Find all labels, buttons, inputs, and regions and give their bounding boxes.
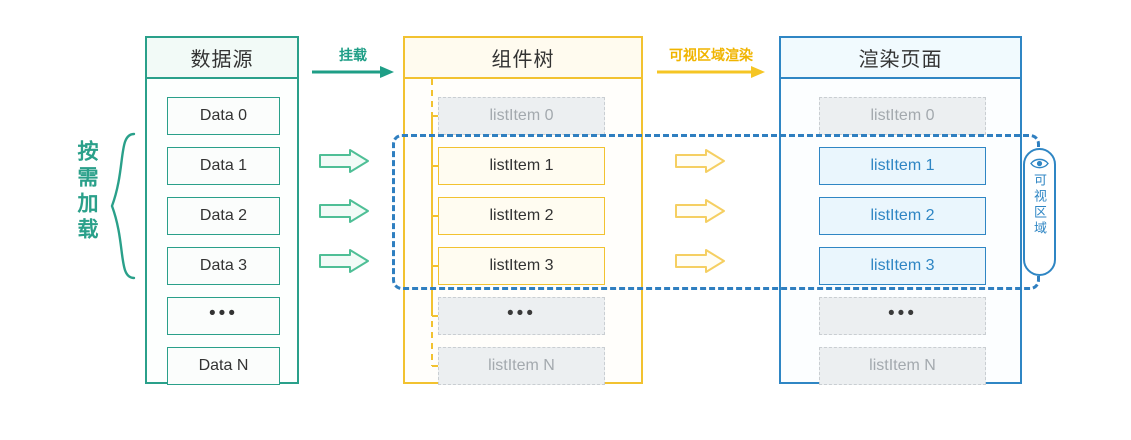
on-demand-loading-label: 按需加载 — [75, 140, 98, 244]
panel-render-page-title: 渲染页面 — [781, 38, 1020, 79]
curly-brace-icon — [110, 132, 136, 280]
list-item[interactable]: Data 3 — [167, 247, 280, 285]
list-item-ellipsis: ••• — [819, 297, 986, 335]
flow-arrow-block-green — [319, 249, 369, 273]
mount-arrow: 挂载 — [310, 45, 396, 79]
flow-arrow-block-yellow — [675, 149, 725, 173]
list-item-ellipsis: ••• — [167, 297, 280, 335]
flow-arrow-block-yellow — [675, 249, 725, 273]
list-item[interactable]: Data 2 — [167, 197, 280, 235]
list-item[interactable]: Data N — [167, 347, 280, 385]
list-item[interactable]: listItem N — [438, 347, 605, 385]
flow-arrow-block-yellow — [675, 199, 725, 223]
list-item[interactable]: listItem 3 — [819, 247, 986, 285]
list-item[interactable]: listItem 2 — [438, 197, 605, 235]
list-item[interactable]: listItem 1 — [819, 147, 986, 185]
panel-component-tree-body: listItem 0 listItem 1 listItem 2 listIte… — [405, 79, 641, 385]
panel-component-tree: 组件树 listItem 0 listItem 1 listItem 2 lis — [403, 36, 643, 385]
viewport-badge-label: 可视区域 — [1032, 173, 1047, 237]
list-item[interactable]: listItem 3 — [438, 247, 605, 285]
mount-arrow-label: 挂载 — [339, 47, 367, 63]
list-item[interactable]: listItem 1 — [438, 147, 605, 185]
panel-render-page-body: listItem 0 listItem 1 listItem 2 listIte… — [781, 79, 1020, 385]
list-item[interactable]: listItem 2 — [819, 197, 986, 235]
panel-data-source: 数据源 Data 0 Data 1 Data 2 Data 3 ••• Data… — [145, 36, 299, 385]
panel-data-source-title: 数据源 — [147, 38, 297, 79]
panel-component-tree-title: 组件树 — [405, 38, 641, 79]
list-item[interactable]: listItem 0 — [819, 97, 986, 135]
eye-icon — [1030, 158, 1049, 169]
arrow-right-icon — [657, 66, 765, 78]
list-item[interactable]: Data 0 — [167, 97, 280, 135]
panel-data-source-body: Data 0 Data 1 Data 2 Data 3 ••• Data N — [147, 79, 297, 385]
list-item[interactable]: listItem N — [819, 347, 986, 385]
panel-render-page: 渲染页面 listItem 0 listItem 1 listItem 2 li… — [779, 36, 1022, 385]
list-item-ellipsis: ••• — [438, 297, 605, 335]
list-item[interactable]: listItem 0 — [438, 97, 605, 135]
viewport-render-arrow-label: 可视区域渲染 — [669, 47, 753, 63]
list-item[interactable]: Data 1 — [167, 147, 280, 185]
arrow-right-icon — [312, 66, 394, 78]
flow-arrow-block-green — [319, 149, 369, 173]
viewport-render-arrow: 可视区域渲染 — [655, 45, 767, 79]
viewport-badge: 可视区域 — [1023, 148, 1056, 276]
flow-arrow-block-green — [319, 199, 369, 223]
